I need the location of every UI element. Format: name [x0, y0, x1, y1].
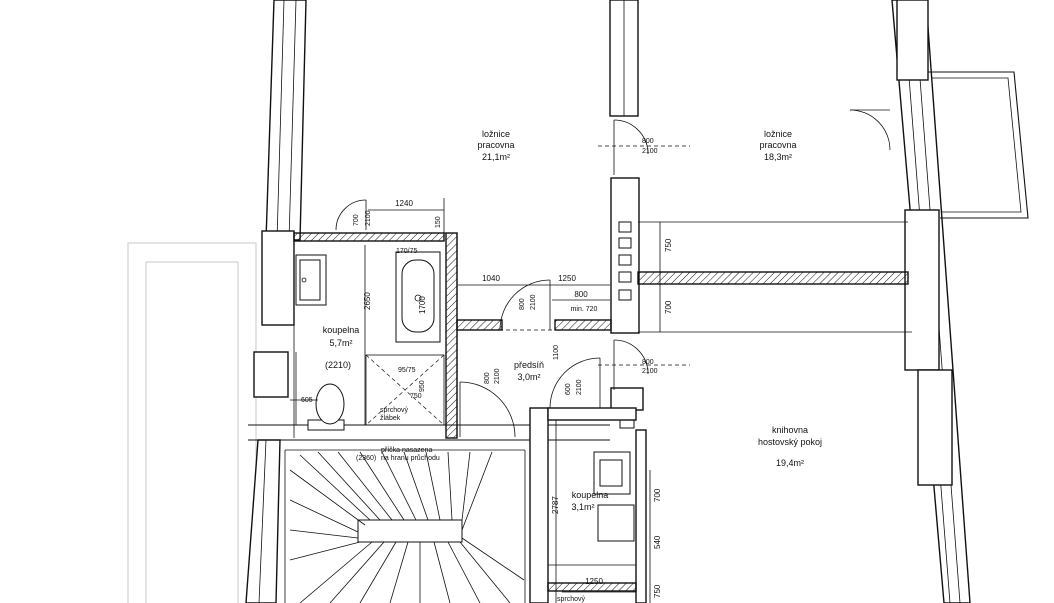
room-bedroom-right: ložnice pracovna 18,3m²	[759, 129, 796, 162]
note-shower-small: sprchový	[557, 596, 586, 603]
room-area: 18,3m²	[764, 152, 792, 162]
sink-big	[295, 254, 327, 306]
dim-label: 750	[410, 393, 422, 400]
room-name: koupelna	[323, 325, 360, 335]
note-partition-edge: na hranu průchodu	[381, 454, 440, 462]
dim-label: 800	[574, 290, 588, 299]
dim-label: 2100	[365, 210, 372, 226]
dim-label: 800	[642, 359, 654, 366]
dimension-lines	[290, 198, 661, 603]
room-area: 3,1m²	[571, 502, 594, 512]
room-use: pracovna	[759, 140, 796, 150]
room-use: pracovna	[477, 140, 514, 150]
dim-label: 800	[484, 372, 491, 384]
note-partition: příčka nasazena	[381, 447, 432, 454]
dim-label: 605	[301, 397, 313, 404]
bathroom-big-walls	[248, 230, 612, 441]
dim-label: 750	[653, 584, 662, 598]
doors	[335, 109, 891, 438]
staircase	[284, 449, 526, 603]
room-name: koupelna	[572, 490, 609, 500]
room-name: předsíň	[514, 360, 544, 370]
dim-label: 1040	[482, 274, 500, 283]
dim-label: 750	[664, 238, 673, 252]
room-area: 19,4m²	[776, 458, 804, 468]
dim-label: 800	[642, 138, 654, 145]
dim-label: 700	[353, 214, 360, 226]
dim-label: 2100	[530, 294, 537, 310]
toilet-big	[307, 383, 345, 431]
bathtub	[395, 251, 441, 343]
room-bathroom-small: koupelna 3,1m²	[571, 490, 608, 512]
bathroom-small-walls	[529, 407, 637, 603]
notes: sprchový žlábek příčka nasazena na hranu…	[380, 407, 586, 603]
dim-label: 2100	[576, 379, 583, 395]
dim-label: 2100	[642, 148, 658, 155]
dim-label: 1100	[553, 345, 560, 360]
room-bedroom-left: ložnice pracovna 21,1m²	[477, 129, 514, 162]
outer-walls	[245, 0, 1029, 603]
room-name: ložnice	[482, 129, 510, 139]
dim-label: 700	[653, 488, 662, 502]
room-note: (2210)	[325, 360, 351, 370]
dimension-labels: 1240 700 2100 150 170/75 2650 1700 1040 …	[301, 138, 673, 598]
wall-hatched-right	[637, 271, 909, 285]
dim-label: 600	[565, 383, 572, 395]
dim-label: 2100	[642, 368, 658, 375]
dim-label: 150	[435, 216, 442, 228]
dim-label: 700	[664, 300, 673, 314]
room-hallway: předsíň 3,0m²	[514, 360, 544, 382]
dim-label: 1700	[418, 296, 427, 314]
room-use: hostovský pokoj	[758, 437, 822, 447]
room-bathroom-big: koupelna 5,7m² (2210)	[323, 325, 360, 370]
dim-label: 1250	[558, 274, 576, 283]
dim-label: 2787	[551, 496, 560, 514]
note-shower: sprchový	[380, 407, 409, 414]
dim-label: 2100	[494, 368, 501, 384]
dim-label: 1240	[395, 199, 413, 208]
dim-label: 800	[519, 298, 526, 310]
room-library: knihovna hostovský pokoj 19,4m²	[758, 425, 822, 468]
room-area: 5,7m²	[329, 338, 352, 348]
dim-label: 2650	[363, 292, 372, 310]
note-shower-drain: žlábek	[380, 415, 401, 422]
dim-label: 170/75	[396, 248, 418, 255]
room-area: 21,1m²	[482, 152, 510, 162]
dim-label: 540	[653, 535, 662, 549]
room-name: ložnice	[764, 129, 792, 139]
dim-label: min. 720	[571, 306, 598, 313]
room-name: knihovna	[772, 425, 808, 435]
shower-area	[295, 352, 445, 426]
background-outline	[127, 242, 257, 603]
dim-label: 1250	[585, 577, 603, 586]
room-area: 3,0m²	[517, 372, 540, 382]
dim-label: 950	[419, 380, 426, 392]
dim-label: (2360)	[356, 455, 376, 462]
dim-label: 95/75	[398, 367, 416, 374]
